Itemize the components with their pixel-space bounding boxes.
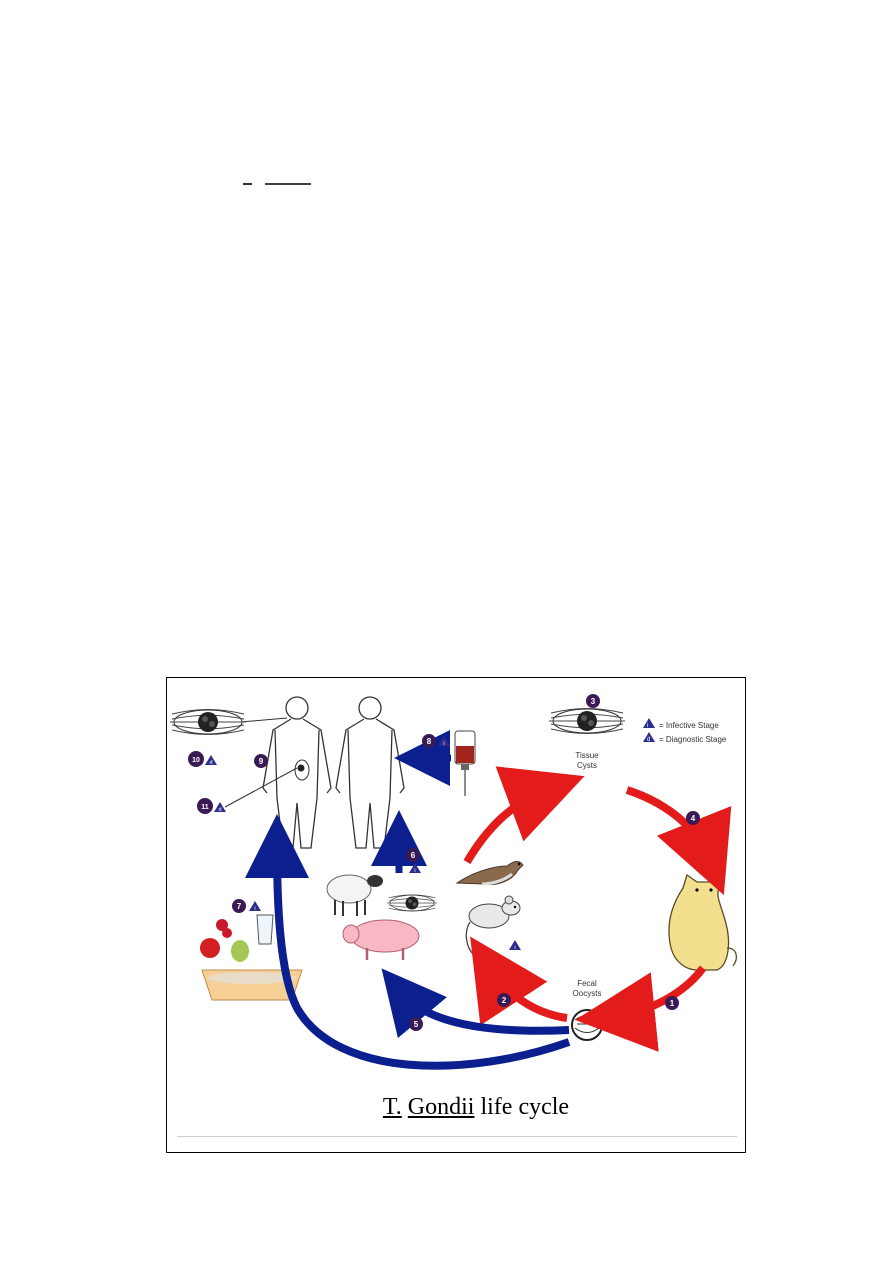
diagnostic-badge-letter: d	[647, 737, 650, 743]
caption-species: Gondii	[407, 1094, 475, 1120]
step-3-label: 3	[591, 697, 596, 706]
cat-icon	[668, 872, 738, 971]
pig-icon	[342, 919, 420, 960]
blue-arrow-oocyst-to-human	[245, 814, 571, 1070]
caption-separator-line	[177, 1136, 737, 1137]
litter-box-icon	[201, 969, 303, 1001]
header-underline-marks	[243, 183, 311, 185]
figure-caption: T. Gondii life cycle	[167, 1094, 765, 1121]
step-7-badge-letter: i	[254, 906, 255, 912]
sheep-icon	[326, 874, 383, 916]
water-glass-icon	[256, 914, 274, 945]
step-1-label: 1	[670, 999, 675, 1008]
step-markers	[188, 694, 700, 1031]
stage-badges	[205, 736, 521, 950]
mouse-icon	[465, 895, 521, 955]
step-11-badge-letter: d	[218, 807, 221, 813]
diagnostic-stage-badge	[643, 732, 655, 742]
step-4-circle	[686, 811, 700, 825]
caption-rest: life cycle	[474, 1094, 570, 1120]
fruits-icon	[200, 919, 249, 962]
diagnostic-stage-label: = Diagnostic Stage	[659, 735, 727, 744]
tissue-cyst-human	[169, 709, 247, 735]
step-10-label: 10	[192, 757, 200, 764]
fecal-oocysts-label-line1: Fecal	[577, 979, 597, 988]
step-8-badge-letter: i	[443, 741, 444, 747]
step-7-circle	[232, 899, 246, 913]
step-7-infective-badge	[249, 901, 261, 911]
human-figure-left	[262, 696, 332, 849]
tissue-cyst-meat	[386, 894, 438, 912]
step-11-label: 11	[201, 804, 209, 811]
step-1-circle	[665, 996, 679, 1010]
mouse-badge-letter: i	[514, 945, 515, 951]
step-11-circle	[197, 798, 213, 814]
step-6-infective-badge	[409, 863, 421, 873]
caption-genus: T.	[382, 1094, 402, 1120]
step-2-label: 2	[502, 996, 507, 1005]
blue-arrow-oocyst-to-pig	[381, 968, 570, 1039]
infective-stage-label: = Infective Stage	[659, 721, 719, 730]
red-arrow-cat-to-oocyst	[575, 965, 707, 1052]
step-10-circle	[188, 751, 204, 767]
step-9-circle	[254, 754, 268, 768]
step-6-label: 6	[411, 851, 416, 860]
infective-badge-letter: i	[647, 723, 648, 729]
tissue-cysts-label-line1: Tissue	[575, 751, 599, 760]
step-6-circle	[406, 848, 420, 862]
step-5-circle	[409, 1017, 423, 1031]
life-cycle-diagram: i = Infective Stage d = Diagnostic Stage	[169, 694, 738, 1070]
mouse-infective-badge	[509, 940, 521, 950]
tissue-cyst-center	[548, 708, 626, 734]
step-8-circle	[422, 734, 436, 748]
step-10-diagnostic-badge	[205, 755, 217, 765]
red-arrow-to-cat	[625, 786, 732, 896]
step-9-label: 9	[259, 757, 264, 766]
infective-stage-badge	[643, 718, 655, 728]
step-3-circle	[586, 694, 600, 708]
fecal-oocysts-label-line2: Oocysts	[573, 989, 602, 998]
step-4-label: 4	[691, 814, 696, 823]
life-cycle-figure: i = Infective Stage d = Diagnostic Stage	[166, 677, 746, 1153]
step-10-badge-letter: d	[209, 760, 212, 766]
step-11-diagnostic-badge	[214, 802, 226, 812]
red-arrow-to-tissue-cyst	[463, 766, 585, 865]
bird-icon	[455, 860, 524, 886]
step-6-badge-letter: i	[414, 868, 415, 874]
step-5-label: 5	[414, 1020, 419, 1029]
step-8-infective-badge	[438, 736, 450, 746]
human-figure-right	[335, 696, 405, 849]
step-8-label: 8	[427, 737, 432, 746]
red-arrow-oocyst-to-mouse	[470, 936, 568, 1026]
fecal-oocyst-icon	[571, 1009, 603, 1041]
legend: i = Infective Stage d = Diagnostic Stage	[643, 718, 727, 744]
step-7-label: 7	[237, 902, 242, 911]
step-2-circle	[497, 993, 511, 1007]
blood-transfusion-bag-icon	[454, 730, 476, 796]
tissue-cysts-label-line2: Cysts	[577, 761, 597, 770]
